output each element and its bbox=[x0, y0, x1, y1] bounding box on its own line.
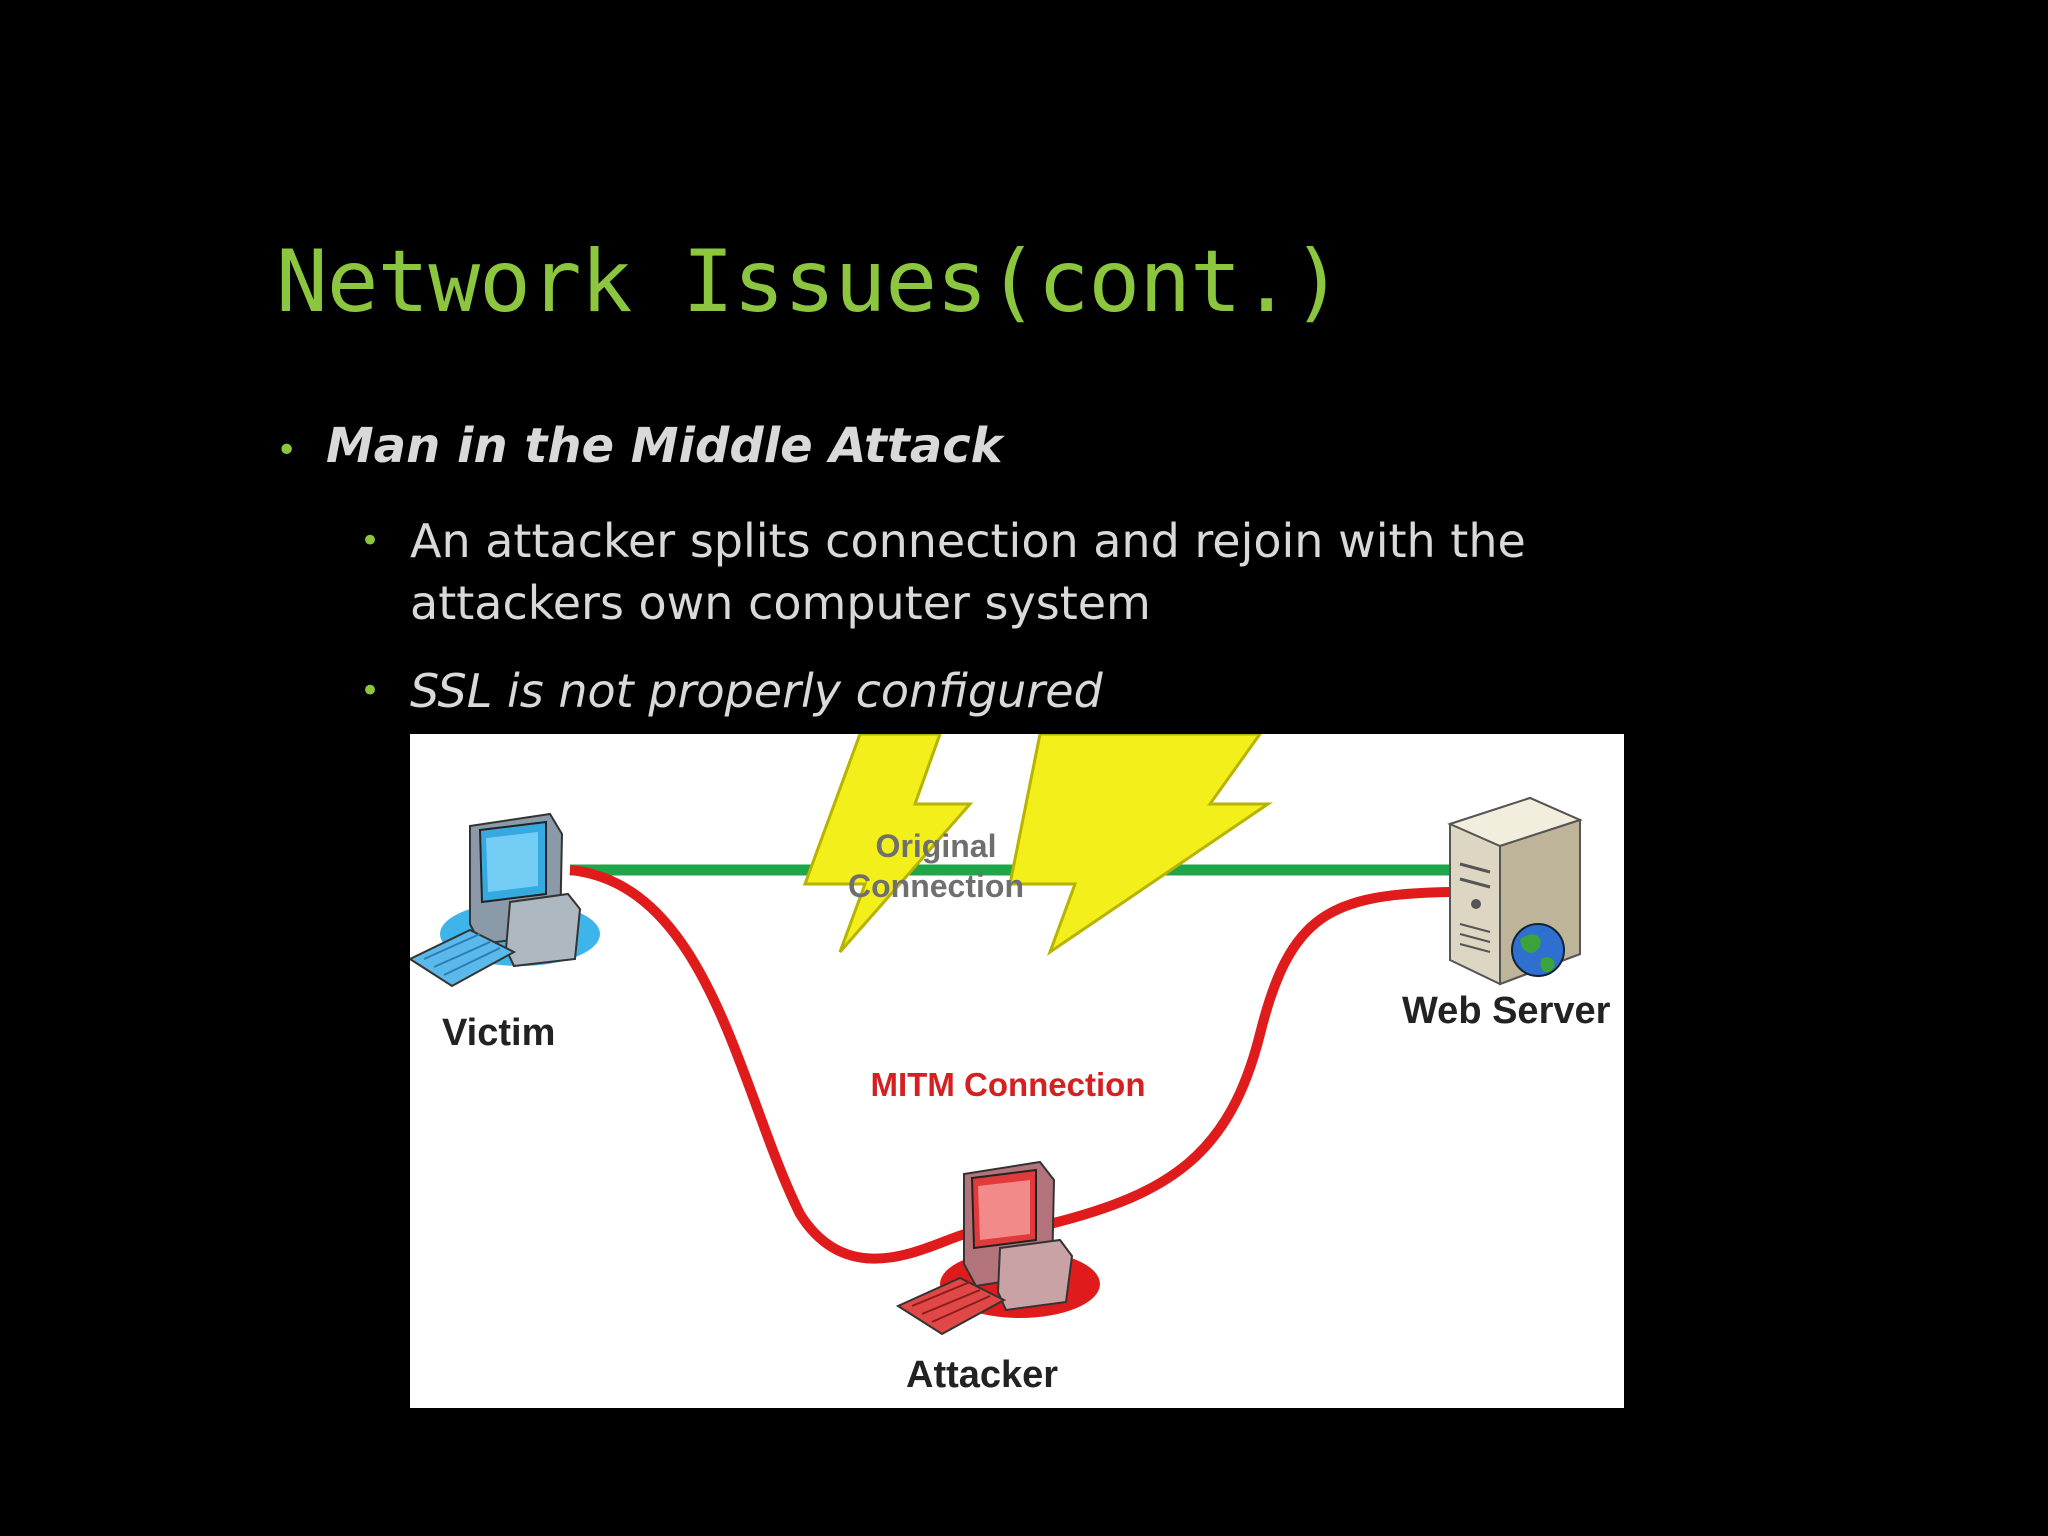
bullet-dot: • bbox=[276, 430, 298, 471]
bullet-dot: • bbox=[360, 671, 381, 711]
lightning-bolt-icon bbox=[802, 734, 1273, 956]
globe-icon bbox=[1511, 923, 1565, 977]
victim-label: Victim bbox=[442, 1012, 556, 1054]
attacker-label: Attacker bbox=[906, 1354, 1059, 1396]
bullet-text: SSL is not properly configured bbox=[410, 664, 1103, 718]
sub-bullet-attacker-splits: • An attacker splits connection and rejoi… bbox=[360, 510, 1590, 634]
bullet-text: An attacker splits connection and rejoin… bbox=[410, 514, 1526, 630]
mitm-connection-line bbox=[1048, 887, 1451, 1229]
attacker-computer-icon bbox=[895, 1160, 1100, 1336]
bullet-text: Man in the Middle Attack bbox=[326, 418, 1003, 474]
bullet-man-in-the-middle: • Man in the Middle Attack bbox=[276, 418, 1003, 474]
mitm-connection-label: MITM Connection bbox=[870, 1066, 1146, 1103]
slide-title: Network Issues(cont.) bbox=[276, 232, 1343, 332]
diagram-graphics bbox=[410, 734, 1583, 1336]
victim-computer-icon bbox=[410, 812, 600, 988]
sub-bullet-ssl: • SSL is not properly configured bbox=[360, 660, 1103, 722]
web-server-label: Web Server bbox=[1402, 990, 1611, 1032]
bullet-dot: • bbox=[360, 521, 381, 561]
original-connection-label: Original Connection bbox=[848, 828, 1024, 904]
mitm-connection-line bbox=[569, 865, 972, 1264]
mitm-diagram: Original Connection Victim Web Server MI… bbox=[410, 734, 1624, 1408]
